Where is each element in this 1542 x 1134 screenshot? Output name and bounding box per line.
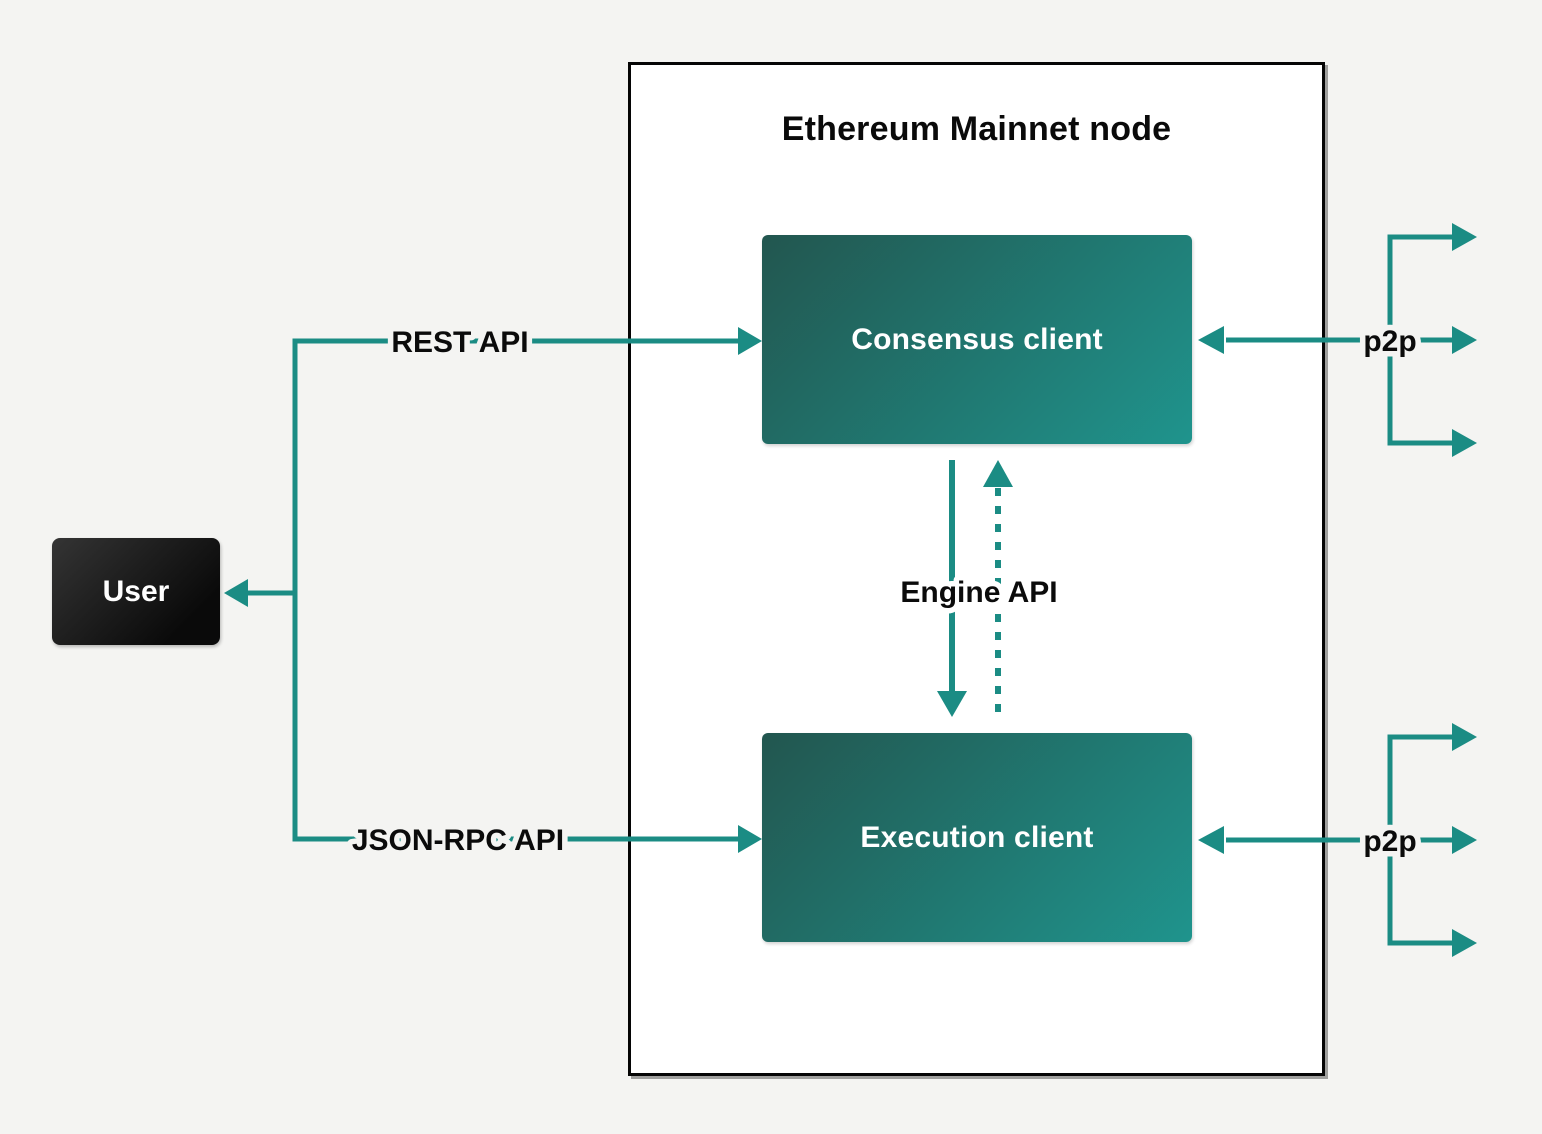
p2p-execution-right-arrowhead: [1452, 826, 1477, 854]
rest-api-edge-label: REST API: [391, 326, 528, 359]
json-rpc-api-edge-label: JSON-RPC API: [352, 824, 564, 857]
user-label: User: [102, 574, 170, 608]
p2p-execution-bracket: [1387, 734, 1452, 946]
p2p-consensus-top-arrowhead: [1452, 223, 1477, 251]
consensus-client-node: Consensus client: [762, 235, 1192, 444]
p2p-execution-edge-label: p2p: [1363, 825, 1416, 858]
diagram-title: Ethereum Mainnet node: [781, 110, 1172, 148]
p2p-execution-top-arrowhead: [1452, 723, 1477, 751]
p2p-consensus-bracket: [1387, 234, 1452, 446]
execution-client-label: Execution client: [860, 820, 1094, 854]
p2p-execution-bottom-arrowhead: [1452, 929, 1477, 957]
execution-client-node: Execution client: [762, 733, 1192, 942]
user-arrowhead: [224, 579, 248, 607]
p2p-consensus-bottom-arrowhead: [1452, 429, 1477, 457]
p2p-consensus-edge-label: p2p: [1363, 325, 1416, 358]
user-node: User: [52, 538, 220, 645]
p2p-consensus-right-arrowhead: [1452, 326, 1477, 354]
consensus-client-label: Consensus client: [851, 322, 1103, 356]
